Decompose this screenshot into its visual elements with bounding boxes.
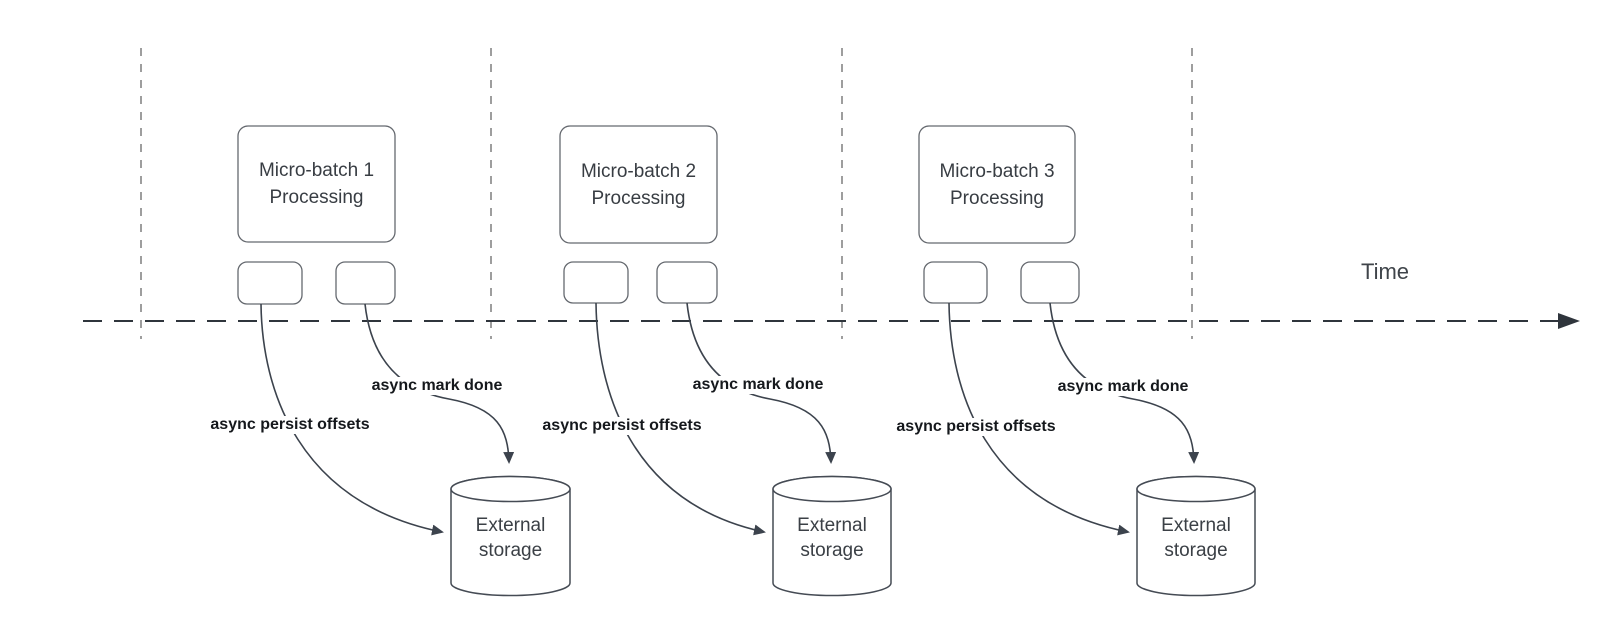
micro-batch-3-label-line1: Micro-batch 3 [939, 160, 1055, 182]
micro-batch-3-box [918, 125, 1076, 244]
micro-batch-1-box [237, 125, 396, 243]
mark-done-arrow-2 [686, 302, 837, 464]
persist-offsets-label-3: async persist offsets [893, 418, 1059, 436]
external-storage-cylinder-2 [772, 475, 892, 597]
mark-done-label-3: async mark done [1054, 378, 1192, 396]
external-storage-label-2-line2: storage [800, 540, 864, 561]
mark-done-arrow-1 [364, 303, 515, 464]
external-storage-label-1: External storage [451, 498, 570, 578]
external-storage-cylinder-3 [1136, 475, 1256, 597]
external-storage-cylinder-1 [450, 475, 571, 597]
external-storage-label-1-line1: External [475, 515, 546, 536]
micro-batch-2-label: Micro-batch 2 Processing [560, 126, 717, 243]
mark-done-arrow-3 [1049, 302, 1200, 464]
small-task-box-1-left [237, 261, 303, 305]
external-storage-label-3: External storage [1137, 498, 1255, 578]
small-task-box-2-right [656, 261, 718, 304]
micro-batch-3-label: Micro-batch 3 Processing [919, 126, 1075, 243]
micro-batch-1-label: Micro-batch 1 Processing [238, 126, 395, 242]
persist-offsets-arrow-2 [595, 302, 766, 536]
micro-batch-2-label-line2: Processing [591, 187, 686, 209]
micro-batch-2-label-line1: Micro-batch 2 [580, 160, 697, 182]
time-label: Time [1360, 259, 1410, 284]
micro-batch-1-label-line1: Micro-batch 1 [258, 160, 375, 181]
mark-done-label-1: async mark done [368, 377, 506, 395]
small-task-box-2-left [563, 261, 629, 304]
micro-batch-2-box [559, 125, 718, 244]
micro-batch-3-label-line2: Processing [950, 187, 1044, 209]
persist-offsets-label-2: async persist offsets [539, 417, 705, 435]
persist-offsets-arrow-3 [948, 302, 1130, 536]
mark-done-label-2: async mark done [689, 376, 827, 394]
small-task-box-3-left [923, 261, 988, 304]
small-task-box-3-right [1020, 261, 1080, 304]
micro-batch-1-label-line2: Processing [269, 187, 364, 208]
external-storage-label-1-line2: storage [478, 540, 543, 561]
time-axis-arrowhead-icon [1558, 313, 1580, 329]
external-storage-label-3-line2: storage [1164, 540, 1228, 561]
external-storage-label-2: External storage [773, 498, 891, 578]
persist-offsets-arrow-1 [260, 303, 444, 536]
small-task-box-1-right [335, 261, 396, 305]
persist-offsets-label-1: async persist offsets [207, 416, 373, 434]
external-storage-label-3-line1: External [1161, 515, 1231, 536]
external-storage-label-2-line1: External [797, 515, 867, 536]
